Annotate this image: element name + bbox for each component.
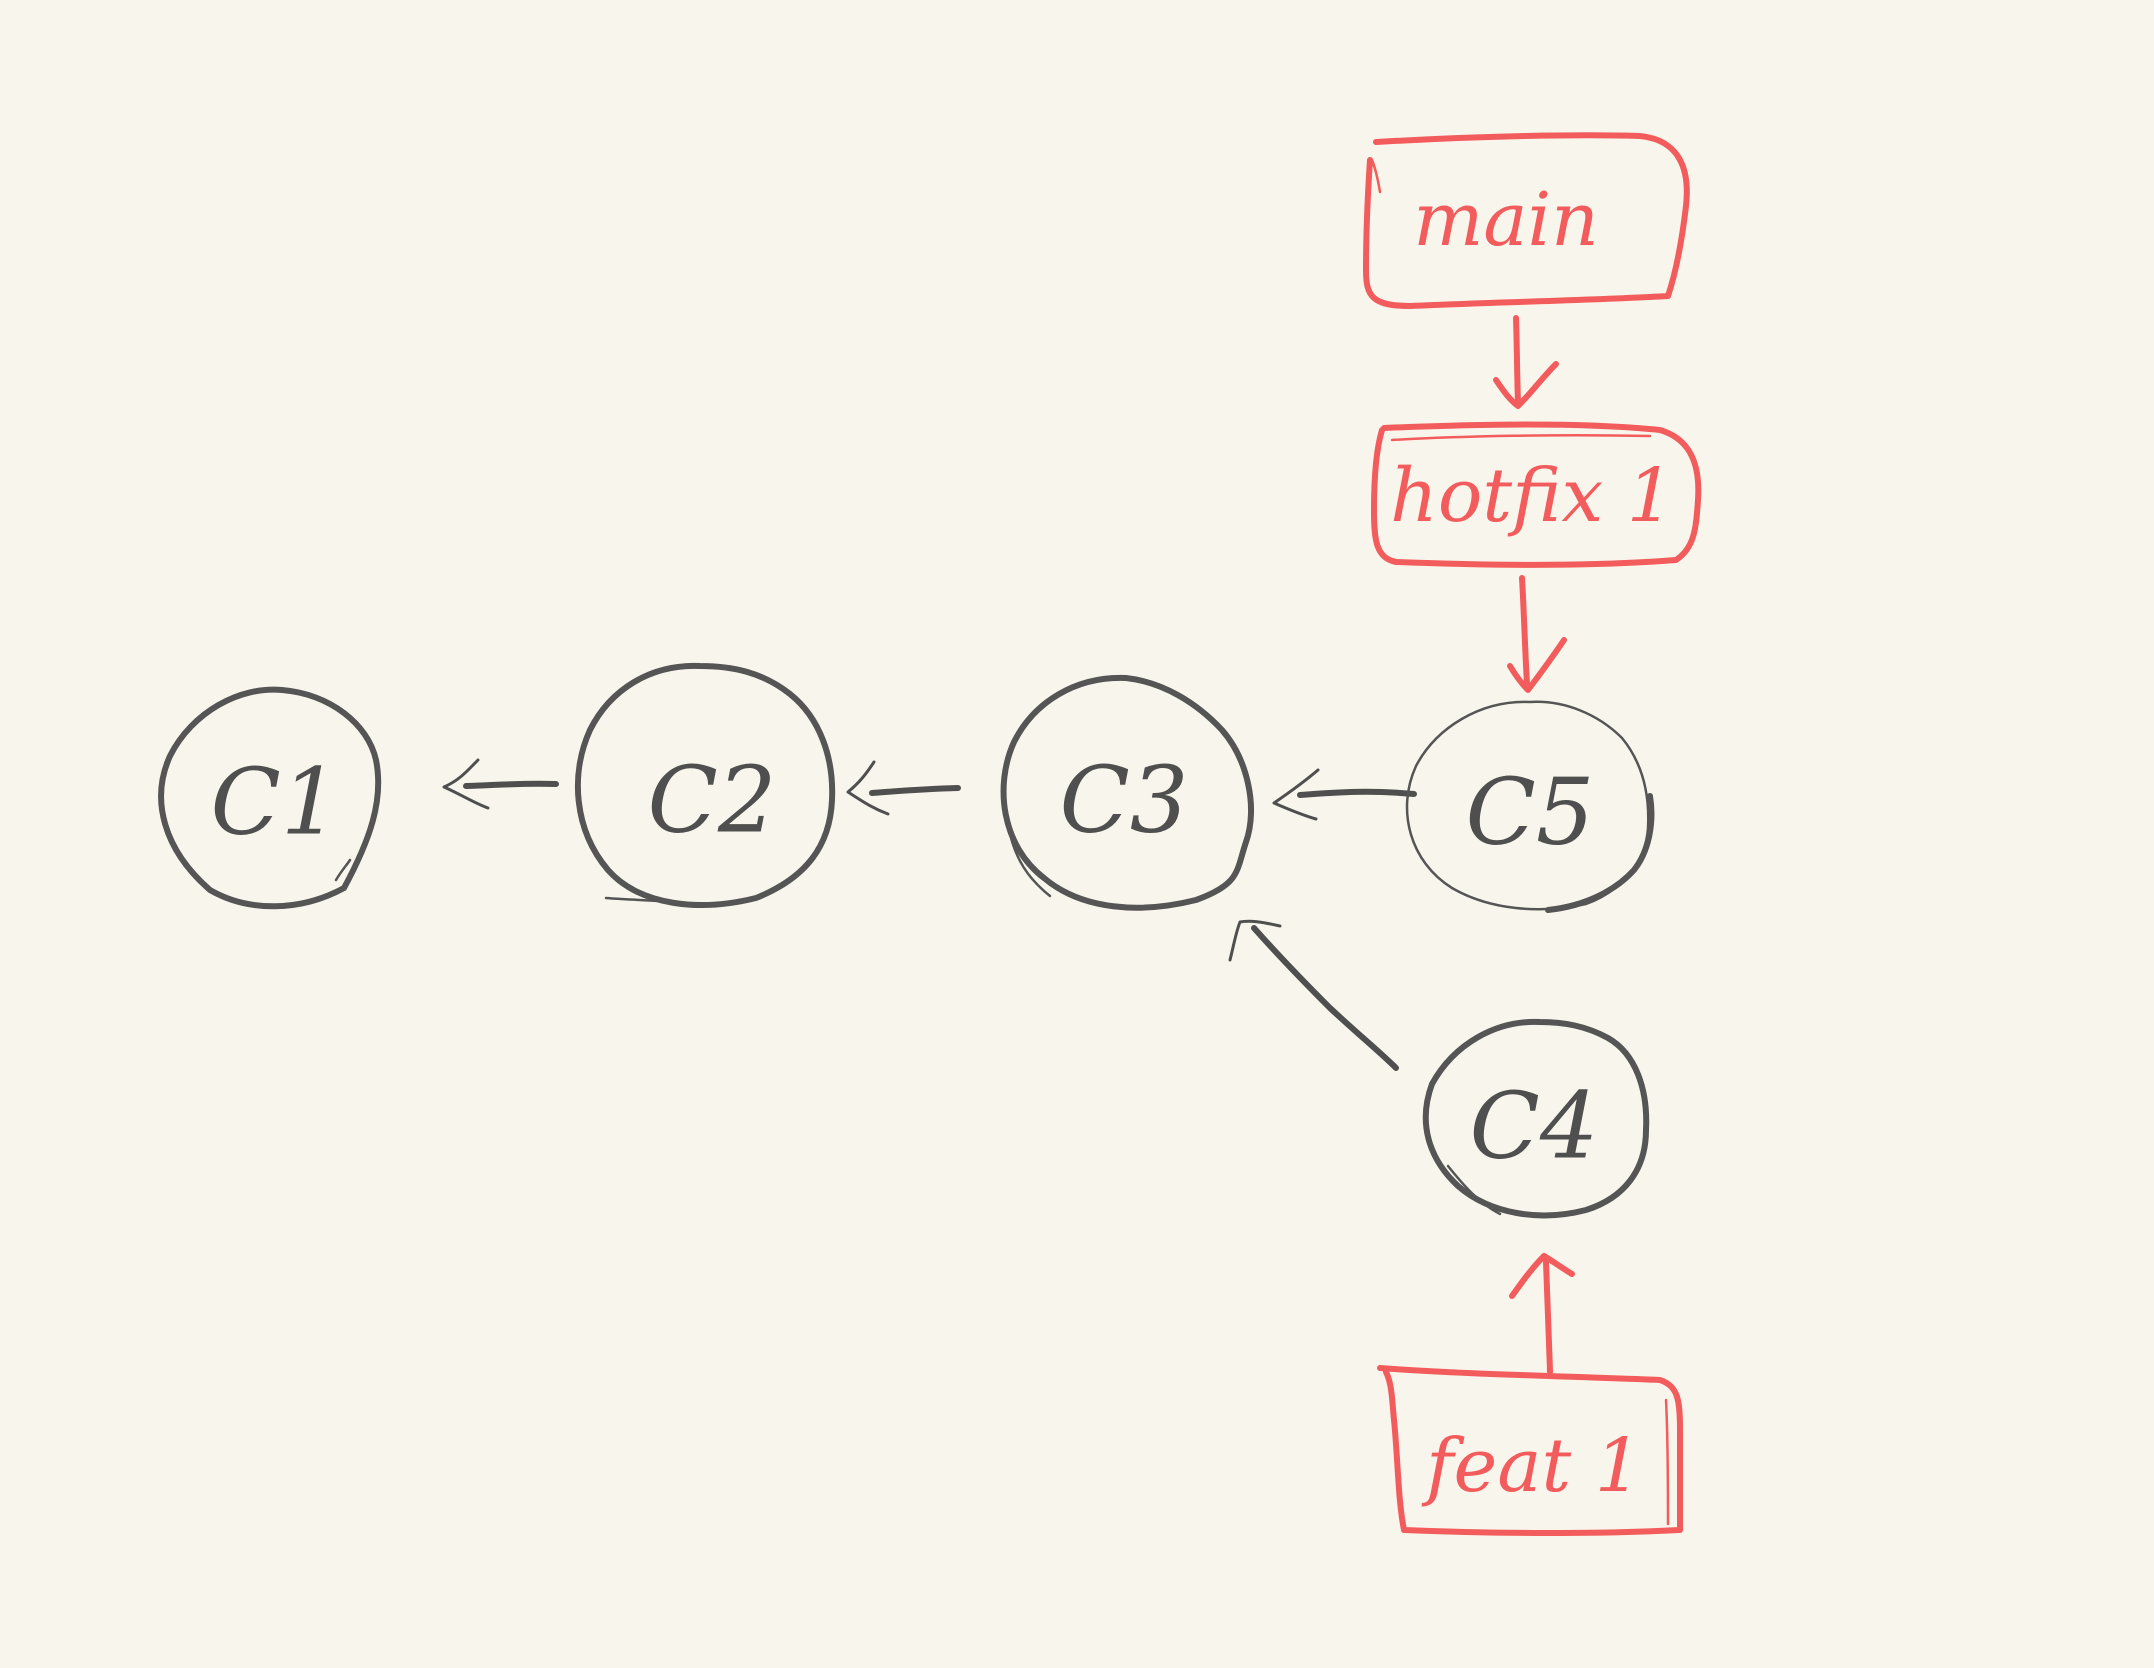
edge-c4-c3 [1228,919,1399,1071]
edge-c2-c1 [442,758,559,810]
commit-node-c4: C4 [1422,1018,1650,1219]
branch-label-hotfix: hotfix 1 [1390,453,1674,539]
commit-node-c2: C2 [574,662,836,908]
commit-node-c3: C3 [1000,674,1254,911]
commit-node-c1: C1 [158,686,382,910]
edge-feat-c4 [1509,1253,1575,1375]
branch-label-feat: feat 1 [1421,1423,1642,1509]
branch-box-feat: feat 1 [1377,1365,1684,1536]
edge-hotfix-c5 [1507,575,1567,693]
commit-label-c5: C5 [1466,759,1595,866]
branch-box-main: main [1363,132,1690,309]
commit-label-c4: C4 [1470,1073,1599,1180]
branch-label-main: main [1413,177,1599,263]
commit-node-c5: C5 [1405,700,1655,913]
commit-label-c1: C1 [211,749,340,856]
commit-label-c2: C2 [648,747,777,854]
edge-c3-c2 [846,760,961,816]
commit-label-c3: C3 [1060,747,1189,854]
edge-main-hotfix [1493,315,1559,409]
edge-c5-c3 [1272,768,1417,821]
branch-box-hotfix: hotfix 1 [1371,421,1702,568]
